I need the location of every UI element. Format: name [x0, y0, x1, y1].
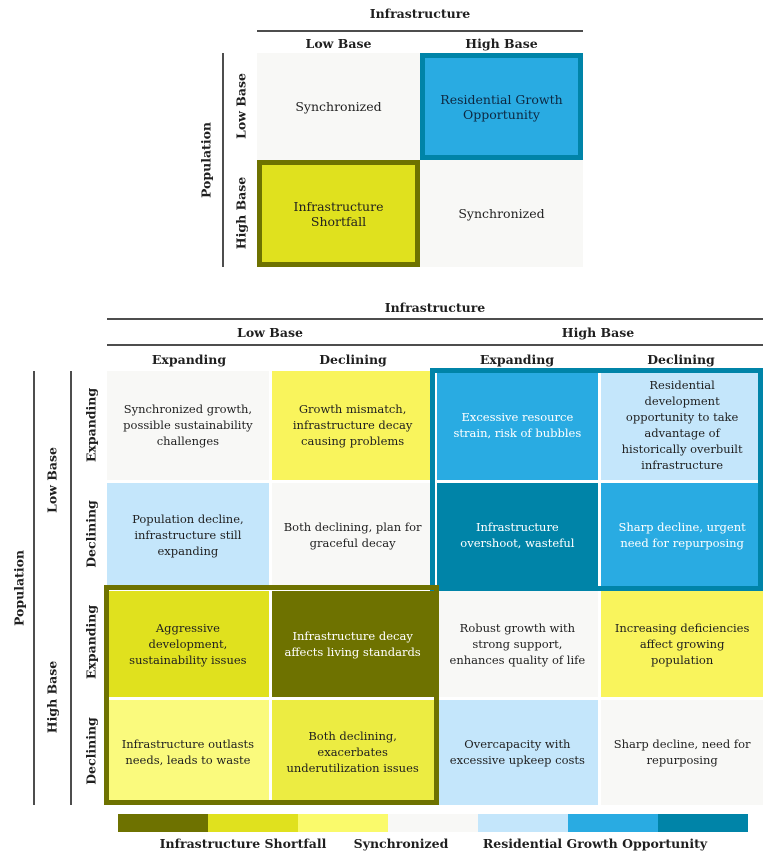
top-matrix-column-group-header: Infrastructure [369, 6, 471, 21]
top-matrix-grid: Synchronized Residential Growth Opportun… [257, 53, 583, 267]
top-matrix-col-header-low-base: Low Base [305, 36, 372, 51]
legend-label-infrastructure-shortfall: Infrastructure Shortfall [159, 836, 327, 851]
cell-text: Sharp decline, need for repurposing [613, 737, 751, 768]
matrix-cell-r4c1: Infrastructure outlasts needs, leads to … [107, 699, 269, 805]
bottom-matrix-col-base-header-low: Low Base [237, 325, 303, 340]
bottom-matrix-row-sub-header-2: Declining [83, 500, 99, 568]
top-matrix-col-header-high-base: High Base [465, 36, 538, 51]
matrix-cell-r3c3: Robust growth with strong support, enhan… [436, 591, 599, 697]
cell-text: Synchronized [458, 206, 545, 221]
bottom-matrix-row-group-header: Population [11, 549, 27, 627]
legend-swatch-chartreuse [208, 814, 298, 832]
bottom-matrix-row-base-header-low: Low Base [44, 447, 60, 513]
matrix-cell-r1c3: Excessive resource strain, risk of bubbl… [436, 371, 599, 480]
cell-text: Synchronized [295, 99, 382, 114]
matrix-cell-r4c4: Sharp decline, need for repurposing [601, 699, 763, 805]
cell-text: Synchronized growth, possible sustainabi… [123, 402, 253, 449]
matrix-cell-r4c3: Overcapacity with excessive upkeep costs [436, 699, 599, 805]
bottom-matrix-row-sub-header-3: Expanding [83, 604, 99, 680]
matrix-cell-r4c2: Both declining, exacerbates underutiliza… [271, 699, 434, 805]
matrix-cell-r3c4: Increasing deficiencies affect growing p… [601, 591, 763, 697]
bottom-matrix-header-rule-1 [107, 318, 763, 320]
top-matrix-cell-synchronized-1: Synchronized [257, 53, 420, 160]
cell-text: Sharp decline, urgent need for repurposi… [618, 520, 746, 551]
cell-text: Growth mismatch, infrastructure decay ca… [292, 402, 413, 449]
cell-text: Both declining, plan for graceful decay [283, 520, 422, 551]
cell-text: Population decline, infrastructure still… [132, 512, 244, 559]
bottom-matrix-col-sub-header-2: Declining [319, 352, 387, 367]
top-matrix-cell-residential-growth-opportunity: Residential Growth Opportunity [420, 53, 583, 160]
bottom-matrix-column-group-header: Infrastructure [384, 300, 486, 315]
top-matrix-header-rule [257, 30, 583, 32]
legend-swatch-white [388, 814, 478, 832]
matrix-cell-r1c1: Synchronized growth, possible sustainabi… [107, 371, 269, 480]
matrix-cell-r2c3: Infrastructure overshoot, wasteful [436, 482, 599, 589]
cell-text: Increasing deficiencies affect growing p… [614, 620, 750, 667]
matrix-cell-r3c2: Infrastructure decay affects living stan… [271, 591, 434, 697]
legend-swatch-light-blue [478, 814, 568, 832]
bottom-matrix-row-base-header-high: High Base [44, 660, 60, 734]
bottom-matrix-col-sub-header-1: Expanding [151, 352, 227, 367]
cell-text: Both declining, exacerbates underutiliza… [286, 729, 419, 776]
top-matrix-row-header-high-base: High Base [233, 176, 249, 250]
cell-text: Residential Growth Opportunity [440, 91, 563, 122]
cell-text: Aggressive development, sustainability i… [129, 620, 247, 667]
bottom-matrix-row-rule-2 [70, 371, 72, 805]
bottom-matrix-header-rule-2 [107, 344, 763, 346]
matrix-cell-r2c4: Sharp decline, urgent need for repurposi… [601, 482, 763, 589]
bottom-matrix-row-rule-1 [33, 371, 35, 805]
legend-label-residential-growth-opportunity: Residential Growth Opportunity [482, 836, 708, 851]
cell-text: Infrastructure outlasts needs, leads to … [121, 737, 255, 768]
cell-text: Overcapacity with excessive upkeep costs [449, 737, 585, 768]
cell-text: Excessive resource strain, risk of bubbl… [453, 410, 582, 441]
cell-text: Infrastructure Shortfall [293, 198, 384, 229]
bottom-matrix-col-base-header-high: High Base [561, 325, 635, 340]
legend-label-synchronized: Synchronized [353, 836, 449, 851]
bottom-matrix-col-sub-header-4: Declining [647, 352, 715, 367]
top-matrix-cell-synchronized-2: Synchronized [420, 160, 583, 267]
bottom-matrix-col-sub-header-3: Expanding [479, 352, 555, 367]
legend-swatch-olive [118, 814, 208, 832]
legend-swatch-teal [658, 814, 748, 832]
legend-color-strip [118, 814, 748, 832]
matrix-cell-r1c4: Residential development opportunity to t… [601, 371, 763, 480]
legend-swatch-blue [568, 814, 658, 832]
cell-text: Robust growth with strong support, enhan… [449, 620, 586, 667]
legend-swatch-pale-yellow [298, 814, 388, 832]
bottom-matrix-row-sub-header-4: Declining [83, 717, 99, 785]
matrix-cell-r2c1: Population decline, infrastructure still… [107, 482, 269, 589]
cell-text: Residential development opportunity to t… [621, 378, 743, 473]
top-matrix-cell-infrastructure-shortfall: Infrastructure Shortfall [257, 160, 420, 267]
top-matrix-row-rule [222, 53, 224, 267]
bottom-matrix-grid: Synchronized growth, possible sustainabi… [107, 371, 763, 805]
matrix-cell-r1c2: Growth mismatch, infrastructure decay ca… [271, 371, 434, 480]
cell-text: Infrastructure decay affects living stan… [284, 628, 421, 659]
matrix-cell-r3c1: Aggressive development, sustainability i… [107, 591, 269, 697]
top-matrix-row-header-low-base: Low Base [233, 73, 249, 139]
top-matrix-row-group-header: Population [198, 121, 214, 199]
matrix-cell-r2c2: Both declining, plan for graceful decay [271, 482, 434, 589]
bottom-matrix-row-sub-header-1: Expanding [83, 387, 99, 463]
cell-text: Infrastructure overshoot, wasteful [460, 520, 575, 551]
